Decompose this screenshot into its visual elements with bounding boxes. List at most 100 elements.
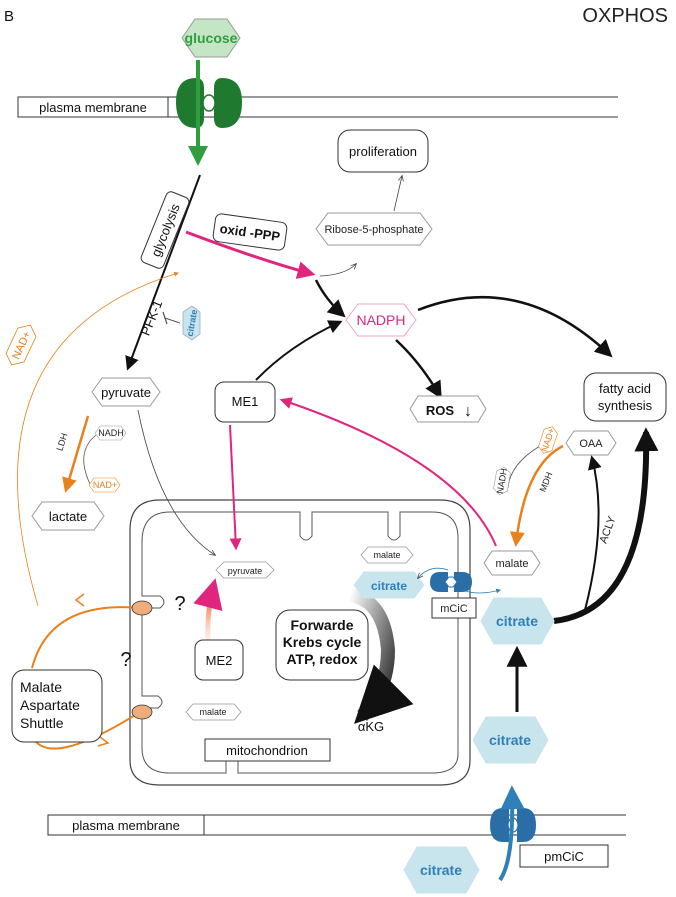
malate-mito-label: malate — [373, 550, 400, 560]
malate-mito-low-label: malate — [199, 707, 226, 717]
mdh-cofactor-arc — [507, 445, 541, 489]
top-membrane-label: plasma membrane — [39, 100, 147, 115]
mcic-label: mCiC — [440, 603, 468, 615]
glucose-node — [181, 18, 241, 58]
pmcic-label-box — [519, 844, 609, 868]
citrate-outside-node — [403, 846, 480, 894]
acly-arrow — [584, 455, 602, 611]
me2-label: ME2 — [206, 653, 233, 668]
fatty-acid-synthesis-node — [583, 372, 667, 422]
pyruvate-cyto-label: pyruvate — [101, 385, 151, 400]
pyruvate-mito-node — [215, 561, 275, 579]
citrate-transit-node — [472, 716, 549, 764]
malate-cyto-node — [483, 550, 541, 576]
bottom-membrane-label: plasma membrane — [72, 818, 180, 833]
proliferation-node — [337, 129, 429, 173]
oaa-node — [565, 430, 617, 456]
nad-ldh-label: NAD+ — [93, 480, 117, 490]
pyruvate-mito-label: pyruvate — [228, 566, 263, 576]
pmcic-citrate-uptake-arrow — [498, 785, 525, 882]
shuttle-carrier-bottom — [131, 704, 153, 720]
fatty-acid-label-line1: fatty acid — [599, 381, 651, 396]
acly-label: ACLY — [598, 514, 619, 545]
fatty-acid-label-line2: synthesis — [598, 398, 653, 413]
glucose-label: glucose — [185, 30, 238, 46]
nadph-node — [345, 303, 417, 337]
ros-node — [409, 395, 487, 423]
panel-title: OXPHOS — [582, 5, 668, 27]
ldh-label: LDH — [54, 432, 69, 452]
lactate-node — [31, 501, 105, 531]
nad-regeneration-arc — [17, 271, 179, 607]
panel-letter: B — [4, 8, 14, 25]
lactate-label: lactate — [49, 509, 87, 524]
mcic-label-box — [431, 597, 477, 619]
pmcic-label: pmCiC — [544, 849, 584, 864]
ppp-to-ribose-arrow — [319, 264, 356, 277]
me1-label: ME1 — [232, 394, 259, 409]
ribose-to-proliferation-arrow — [393, 176, 402, 212]
mitochondrion-label: mitochondrion — [226, 743, 308, 758]
malate-mito-low-node — [185, 703, 242, 721]
oxid-ppp-arrow — [185, 230, 316, 279]
malate-mito-node — [360, 546, 414, 564]
nad-mdh-node — [538, 426, 558, 454]
citrate-inhibition-line — [164, 317, 181, 324]
nad-left-node — [5, 324, 37, 366]
malate-aspartate-shuttle-node — [11, 669, 103, 743]
me1-to-nadph-arrow — [255, 320, 343, 381]
nad-ldh-node — [88, 477, 121, 493]
nadh-mdh-node — [493, 466, 511, 496]
me1-node — [214, 381, 276, 423]
citrate-outside-label: citrate — [420, 862, 462, 878]
ribose-node — [315, 212, 433, 246]
pfk1-label: PFK-1 — [138, 298, 166, 338]
me2-node — [194, 639, 244, 681]
krebs-line3: ATP, redox — [286, 651, 357, 667]
nadph-to-ros-arrow — [395, 339, 442, 400]
ribose-label: Ribose-5-phosphate — [324, 224, 423, 236]
ldh-arrow — [62, 415, 90, 493]
citrate-mito-node — [353, 571, 425, 599]
citrate-inhibitor-node — [182, 305, 201, 341]
proliferation-label: proliferation — [349, 144, 417, 159]
krebs-line1: Forwarde — [290, 617, 353, 633]
nadph-label: NADPH — [356, 312, 405, 328]
shuttle-upper-arc — [31, 606, 141, 669]
shuttle-carrier-top — [131, 600, 153, 616]
question-mark-2: ? — [120, 649, 131, 671]
krebs-cycle-node — [275, 609, 369, 681]
citrate-to-fatty-acid-arrow — [553, 427, 659, 624]
akg-label: αKG — [358, 719, 384, 734]
mdh-label: MDH — [538, 471, 555, 494]
pyruvate-cyto-node — [91, 377, 161, 407]
shuttle-line2: Aspartate — [20, 697, 80, 713]
citrate-cyto-node — [480, 597, 555, 645]
nadph-to-fatty-acid-arrow — [417, 295, 613, 358]
top-plasma-membrane: plasma membrane — [17, 96, 618, 118]
nadh-ldh-label: NADH — [98, 428, 124, 438]
citrate-inhibitor-label: citrate — [185, 309, 200, 337]
nadh-mdh-label: NADH — [495, 468, 509, 495]
krebs-cycle-arrow — [348, 588, 414, 724]
mcic-malate-in-arrow — [418, 567, 449, 578]
mitochondrion-outer-membrane — [129, 499, 471, 786]
citrate-cyto-label: citrate — [496, 613, 538, 629]
shuttle-upper-arrowhead — [74, 593, 85, 607]
citrate-transit-label: citrate — [489, 732, 531, 748]
pyruvate-to-mito-arrow — [137, 409, 215, 555]
ldh-cofactor-arc — [83, 434, 97, 485]
me1-to-mito-arrow — [229, 424, 242, 551]
shuttle-lower-arrowhead — [97, 736, 110, 747]
mdh-arrow — [509, 444, 564, 547]
nadh-ldh-node — [94, 425, 127, 441]
malate-to-me1-arrow — [279, 397, 497, 547]
ros-label: ROS — [426, 403, 455, 418]
bottom-plasma-membrane: plasma membrane — [47, 814, 626, 836]
citrate-mito-label: citrate — [371, 579, 407, 593]
mcic-transporter-icon — [430, 572, 472, 592]
ppp-to-nadph-arrow — [314, 279, 346, 318]
krebs-line2: Krebs cycle — [283, 634, 362, 650]
oaa-label: OAA — [579, 438, 603, 450]
